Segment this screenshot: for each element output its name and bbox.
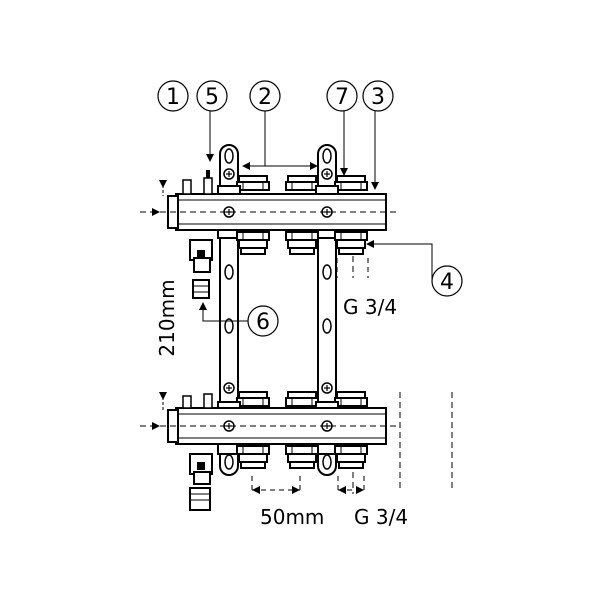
svg-text:7: 7 [335,85,349,110]
svg-text:6: 6 [256,310,270,335]
centerlines [140,211,453,494]
callout-1: 1 [157,80,189,112]
callout-2: 2 [249,80,281,112]
svg-text:3: 3 [371,85,385,110]
left-centerline-arrows [152,180,167,430]
svg-text:4: 4 [440,270,454,295]
dim-thread-bottom-label: G 3/4 [354,505,408,529]
dim-arrows [252,486,364,494]
callout-5: 5 [196,80,228,112]
svg-text:2: 2 [258,85,272,110]
svg-text:5: 5 [205,85,219,110]
dim-height-label: 210mm [155,279,179,356]
leader-lines [202,111,433,322]
leader-arrows [199,154,379,310]
bottom-manifold [167,382,387,511]
callout-3: 3 [362,80,394,112]
dim-spacing-label: 50mm [260,505,324,529]
callout-4: 4 [431,265,463,297]
top-manifold [167,168,387,299]
callout-7: 7 [326,80,358,112]
svg-text:1: 1 [166,85,180,110]
dim-thread-top-label: G 3/4 [343,295,397,319]
callout-6: 6 [247,305,279,337]
